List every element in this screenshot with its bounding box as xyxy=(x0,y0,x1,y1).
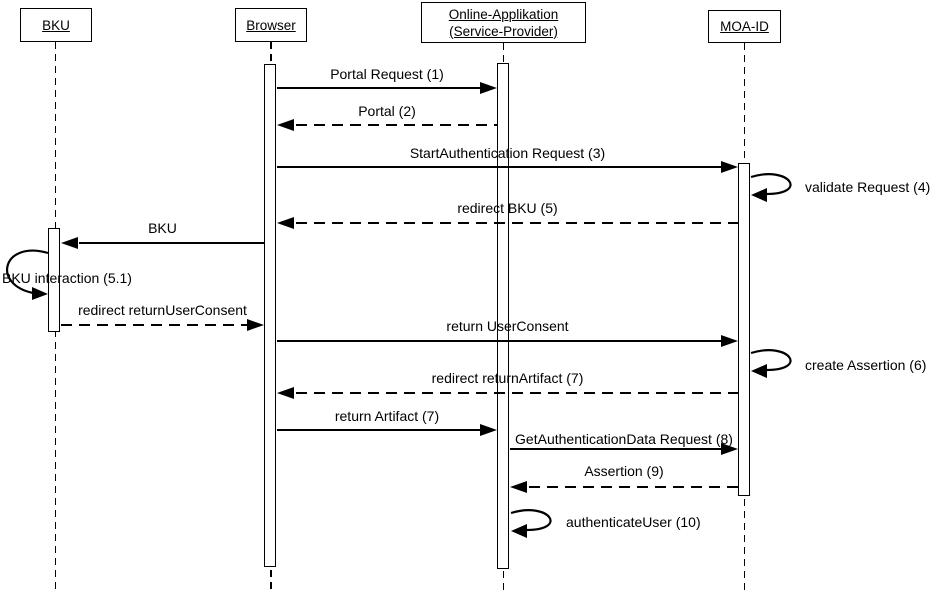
self-loop-authenticate-user xyxy=(510,509,552,538)
message-line-get-authentication-data xyxy=(510,448,723,451)
arrowhead-right-icon xyxy=(480,82,497,94)
message-line-redirect-bku xyxy=(296,222,738,225)
message-label-redirect-return-artifact: redirect returnArtifact (7) xyxy=(431,370,584,386)
actor-online-app: Online-Applikation (Service-Provider) xyxy=(421,2,586,43)
message-label-redirect-return-user-consent: redirect returnUserConsent xyxy=(78,302,247,318)
message-line-assertion xyxy=(529,486,738,489)
message-label-authenticate-user: authenticateUser (10) xyxy=(566,514,701,530)
arrowhead-left-icon xyxy=(510,481,527,493)
activation-bku xyxy=(48,228,60,332)
self-loop-validate-request xyxy=(750,173,792,202)
arrowhead-right-icon xyxy=(247,319,264,331)
arrowhead-right-icon xyxy=(480,424,497,436)
actor-moa-id-label: MOA-ID xyxy=(720,19,769,34)
message-line-return-artifact xyxy=(277,429,483,432)
arrowhead-left-icon xyxy=(277,217,294,229)
actor-bku-label: BKU xyxy=(42,17,70,33)
message-label-assertion: Assertion (9) xyxy=(584,463,664,479)
actor-bku: BKU xyxy=(20,8,92,42)
activation-browser xyxy=(264,64,276,567)
arrowhead-right-icon xyxy=(721,443,738,455)
message-label-get-authentication-data: GetAuthenticationData Request (8) xyxy=(515,431,733,447)
arrowhead-right-icon xyxy=(721,335,738,347)
actor-online-app-label: Online-Applikation (Service-Provider) xyxy=(448,6,559,39)
message-label-return-artifact: return Artifact (7) xyxy=(334,408,440,424)
message-line-redirect-return-user-consent xyxy=(61,324,247,327)
message-label-portal: Portal (2) xyxy=(358,103,416,119)
message-line-portal xyxy=(296,124,497,127)
message-line-redirect-return-artifact xyxy=(296,392,738,395)
arrowhead-left-icon xyxy=(277,387,294,399)
activation-moa-id xyxy=(738,163,750,496)
message-label-create-assertion: create Assertion (6) xyxy=(805,357,927,373)
message-label-bku-interaction: BKU interaction (5.1) xyxy=(2,270,132,286)
arrowhead-right-icon xyxy=(721,161,738,173)
arrowhead-left-icon xyxy=(61,237,78,249)
message-line-start-authentication xyxy=(277,166,723,169)
message-label-redirect-bku: redirect BKU (5) xyxy=(457,200,558,216)
message-label-validate-request: validate Request (4) xyxy=(805,179,931,195)
self-loop-create-assertion xyxy=(750,349,792,378)
message-label-return-user-consent: return UserConsent xyxy=(446,318,569,334)
actor-moa-id: MOA-ID xyxy=(708,10,781,43)
message-label-bku: BKU xyxy=(148,220,177,236)
arrowhead-left-icon xyxy=(277,119,294,131)
message-label-portal-request: Portal Request (1) xyxy=(330,66,444,82)
activation-online-app xyxy=(497,63,509,569)
message-label-start-authentication: StartAuthentication Request (3) xyxy=(409,145,606,161)
actor-browser-label: Browser xyxy=(246,17,296,33)
self-loop-bku-interaction xyxy=(6,249,49,300)
actor-browser: Browser xyxy=(235,8,307,42)
message-line-bku xyxy=(79,242,264,245)
message-line-portal-request xyxy=(277,87,483,90)
message-line-return-user-consent xyxy=(277,340,723,343)
